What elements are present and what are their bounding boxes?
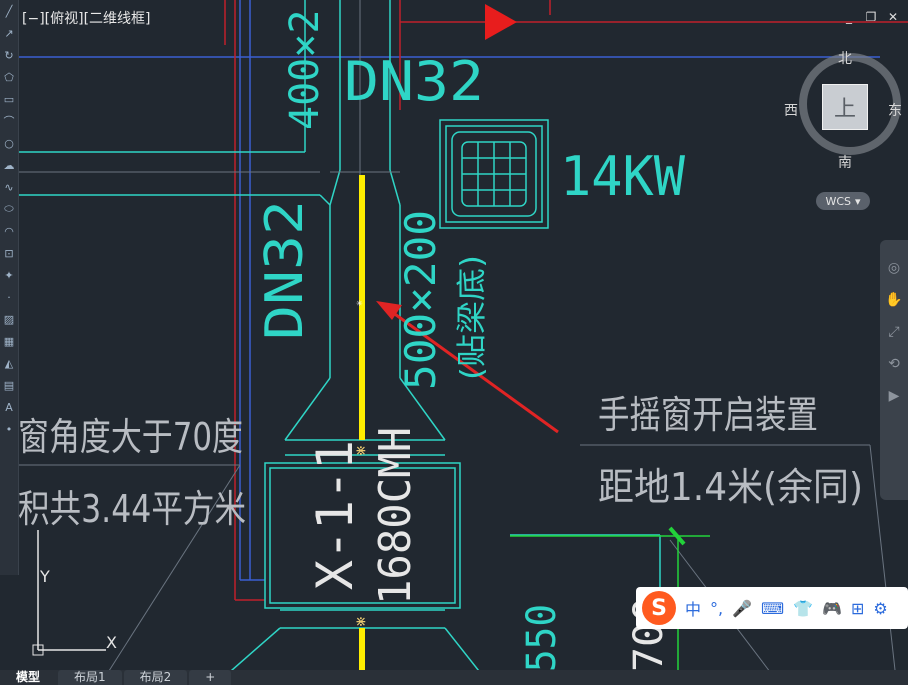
red-arrow-head (485, 4, 517, 40)
microphone-icon[interactable]: 🎤 (732, 598, 753, 618)
add-selected-icon[interactable]: • (5, 422, 13, 436)
ime-chinese-mode[interactable]: 中 (685, 600, 702, 619)
ucs-y-label: Y (39, 567, 50, 586)
keyboard-icon[interactable]: ⌨ (761, 598, 785, 618)
minimize-icon[interactable]: _ (846, 10, 852, 24)
make-block-icon[interactable]: ✦ (4, 268, 14, 282)
arc-tool-icon[interactable]: ⌒ (3, 115, 15, 128)
note-left-1: 窗角度大于70度 (18, 415, 243, 459)
note-right-2: 距地1.4米(余同) (598, 465, 863, 509)
chevron-down-icon: ▾ (855, 194, 861, 208)
point-tool-icon[interactable]: · (7, 290, 11, 304)
compass-west[interactable]: 西 (784, 103, 798, 119)
gamepad-icon[interactable]: 🎮 (822, 598, 842, 618)
tab-layout2[interactable]: 布局2 (123, 670, 188, 685)
table-tool-icon[interactable]: ▤ (3, 378, 15, 392)
green-tick (668, 526, 686, 546)
region-tool-icon[interactable]: ◭ (4, 356, 14, 370)
equipment-power: 14KW (560, 145, 685, 208)
annotation-arrow-head (376, 301, 402, 320)
sogou-logo[interactable]: S (642, 591, 676, 625)
pipe-top-label: DN32 (344, 50, 484, 113)
draw-toolbar: ╱ ↗ ↻ ⬠ ▭ ⌒ ○ ☁ ∿ ⬭ ◠ ⊡ ✦ · ▨ ▦ ◭ ▤ A • (0, 0, 19, 575)
ime-punctuation-mode[interactable]: °, (710, 598, 724, 618)
cloud-tool-icon[interactable]: ☁ (3, 158, 15, 172)
showmotion-icon[interactable]: ▶ (888, 388, 900, 404)
tab-model[interactable]: 模型 (0, 670, 57, 685)
ucs-x-label: X (106, 633, 117, 652)
unit-flow: 1680CMH (370, 427, 421, 605)
unit-tag: X-1-1 (306, 440, 364, 590)
pipe-left-label: DN32 (255, 200, 315, 340)
toolbox-icon[interactable]: ⊞ (850, 598, 865, 618)
pipe-marker-low: ⋇ (355, 614, 367, 630)
compass-north[interactable]: 北 (838, 51, 852, 67)
line-tool-icon[interactable]: ╱ (5, 4, 13, 18)
viewport-label[interactable]: [−][俯视][二维线框] (22, 11, 151, 27)
ime-toolbar: S 中 °, 🎤 ⌨ 👕 🎮 ⊞ ⚙ (636, 587, 908, 629)
ellipse-tool-icon[interactable]: ⬭ (4, 202, 14, 215)
ucs-menu-label: WCS (825, 194, 851, 208)
spline-tool-icon[interactable]: ∿ (4, 180, 14, 194)
text-tool-icon[interactable]: A (5, 400, 13, 414)
close-icon[interactable]: ✕ (887, 10, 899, 24)
pipe-marker-mid: ⋇ (355, 443, 367, 459)
skin-icon[interactable]: 👕 (793, 598, 814, 618)
note-left-2: 积共3.44平方米 (18, 487, 246, 531)
insert-block-icon[interactable]: ⊡ (4, 246, 14, 260)
dim-bottom-1: 550 (519, 604, 565, 672)
note-right-1: 手摇窗开启装置 (598, 393, 818, 437)
tab-layout1[interactable]: 布局1 (58, 670, 122, 685)
layout-tabs: 模型 布局1 布局2 + (0, 670, 908, 685)
polyline-tool-icon[interactable]: ↗ (4, 26, 14, 40)
restore-icon[interactable]: ❐ (865, 10, 877, 24)
orbit-icon[interactable]: ⟲ (888, 356, 900, 372)
duct-note: (贴梁底) (455, 255, 490, 380)
ellipse-arc-tool-icon[interactable]: ◠ (4, 224, 14, 238)
dim-top-left: 400×2 (282, 10, 328, 130)
duct-size: 500×200 (396, 210, 445, 390)
rotate-tool-icon[interactable]: ↻ (4, 48, 14, 62)
viewport-window-controls: _ ❐ ✕ (842, 10, 900, 24)
steering-wheel-icon[interactable]: ◎ (887, 260, 901, 276)
ucs-icon: Y X (32, 530, 117, 656)
add-layout-button[interactable]: + (189, 670, 232, 685)
compass-south[interactable]: 南 (838, 155, 852, 171)
navigation-bar: ◎ ✋ ⤢ ⟲ ▶ (880, 240, 908, 500)
viewcube-top-face[interactable]: 上 (822, 84, 868, 130)
zoom-extents-icon[interactable]: ⤢ (888, 324, 900, 340)
compass-east[interactable]: 东 (888, 103, 902, 119)
rectangle-tool-icon[interactable]: ▭ (3, 92, 15, 106)
pipe-marker-top: ✳ (356, 299, 363, 308)
equipment-unit (439, 119, 549, 229)
settings-icon[interactable]: ⚙ (873, 598, 888, 618)
ucs-menu[interactable]: WCS ▾ (816, 192, 870, 210)
pan-icon[interactable]: ✋ (885, 292, 903, 308)
gradient-tool-icon[interactable]: ▦ (3, 334, 15, 348)
viewcube-compass-ring[interactable] (799, 53, 901, 155)
polygon-tool-icon[interactable]: ⬠ (4, 70, 14, 84)
circle-tool-icon[interactable]: ○ (4, 136, 14, 150)
annotation-arrow-line (391, 310, 559, 434)
gray-lines (18, 0, 896, 685)
viewcube[interactable]: 北 西 东 南 上 WCS ▾ (784, 48, 902, 210)
hatch-tool-icon[interactable]: ▨ (3, 312, 15, 326)
